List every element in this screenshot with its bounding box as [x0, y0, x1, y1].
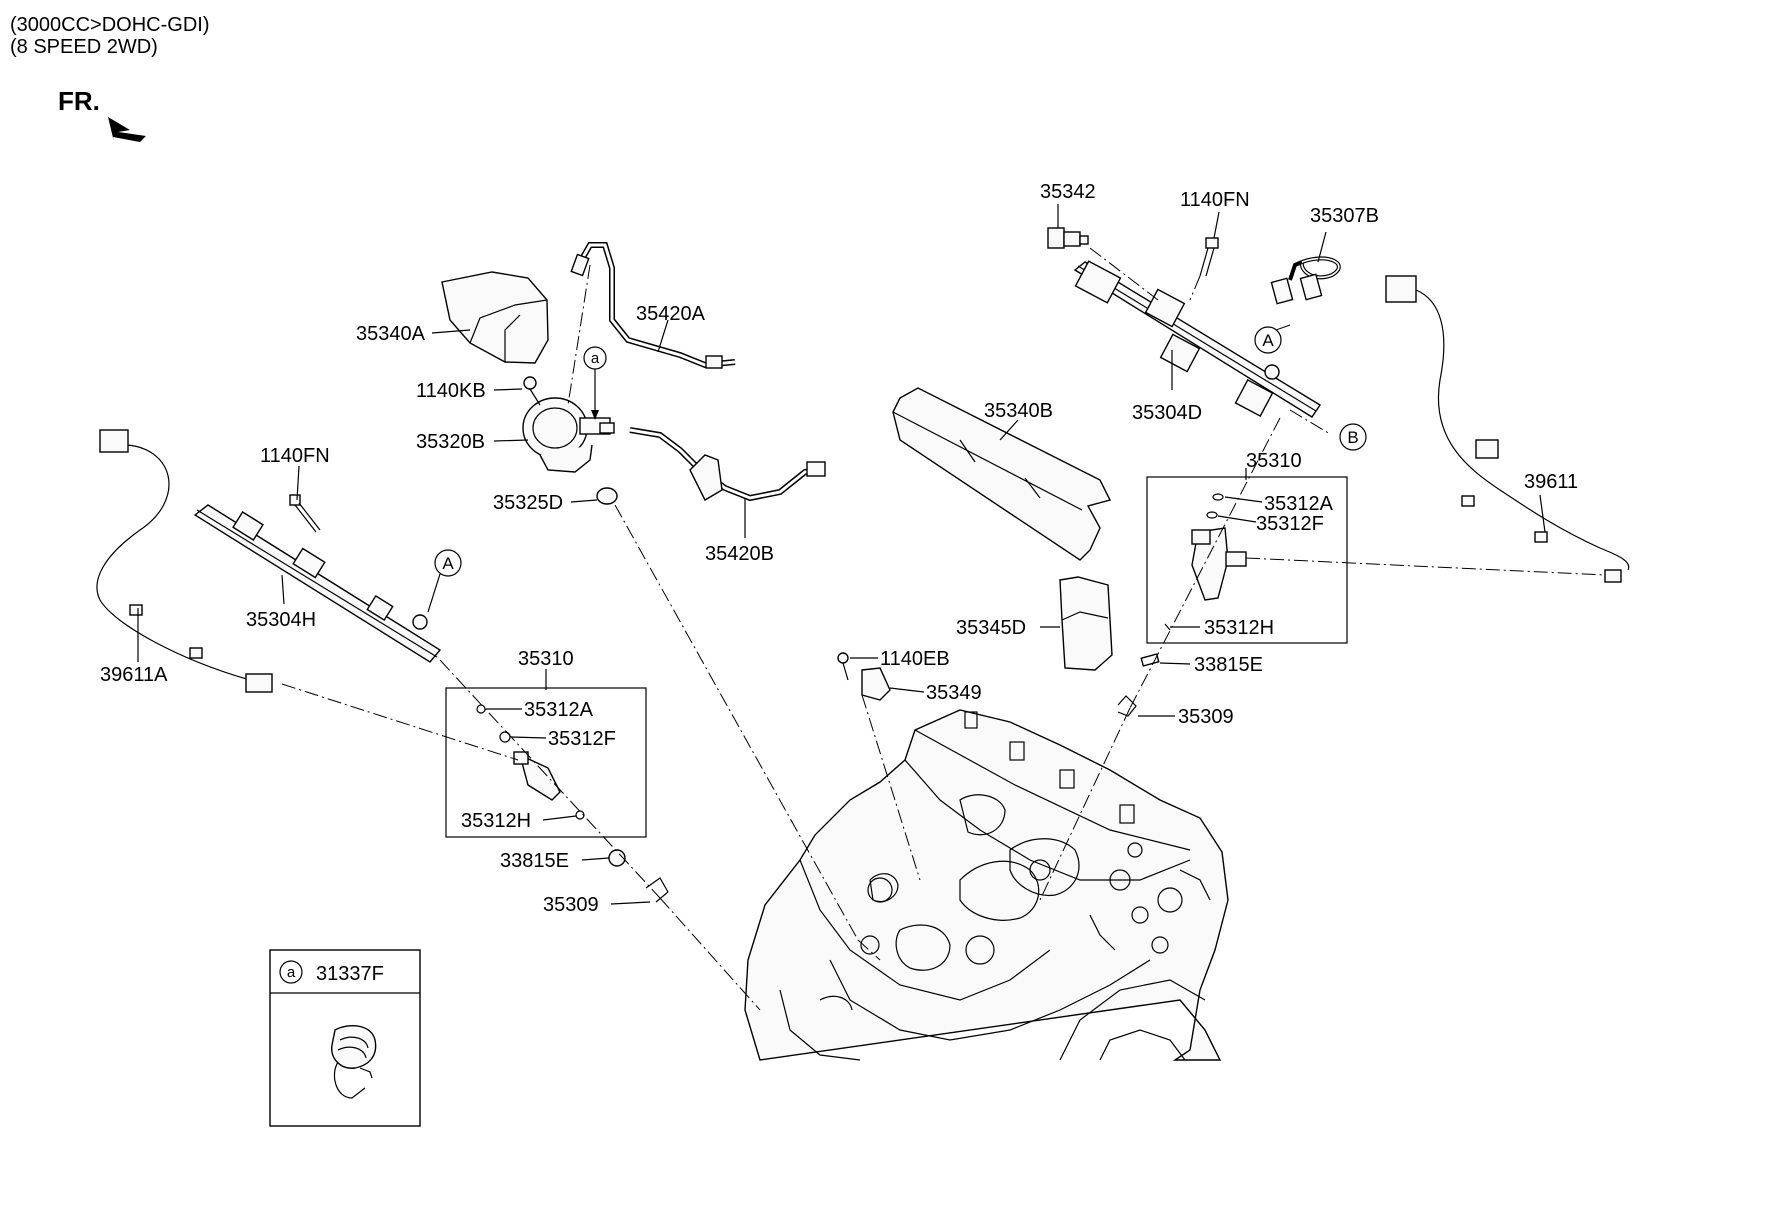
bolt-1140fn-left: [289, 494, 321, 533]
harness-39611: [1385, 275, 1630, 583]
marker-a-left: A: [442, 554, 454, 573]
part-labels: 35340A 1140KB 35320B 35325D 35420A 35420…: [100, 181, 1578, 985]
pipe-35307b: [1270, 256, 1341, 305]
label-35312a-right: 35312A: [1264, 493, 1334, 515]
label-35312f-right: 35312F: [1256, 513, 1324, 535]
pipe-35420b: [629, 427, 826, 502]
label-1140fn-right: 1140FN: [1180, 189, 1250, 211]
label-1140fn-left: 1140FN: [260, 445, 330, 467]
label-35345d: 35345D: [956, 617, 1026, 639]
label-1140eb: 1140EB: [880, 648, 950, 670]
label-35310-right: 35310: [1246, 450, 1302, 472]
injector-kit-box-right: [1146, 476, 1348, 644]
label-35312a-left: 35312A: [524, 699, 594, 721]
high-pressure-fuel-pump-35320b: [522, 376, 615, 473]
label-1140kb: 1140KB: [416, 380, 486, 402]
label-35312h-right: 35312H: [1204, 617, 1274, 639]
inset-box: [269, 949, 421, 1127]
label-39611a: 39611A: [100, 664, 168, 686]
callout-b-right: [1339, 423, 1367, 451]
injector-left: [476, 704, 585, 820]
cover-35345d: [1059, 576, 1113, 671]
clamp-31337f-icon: [331, 1024, 377, 1099]
label-35312f-left: 35312F: [548, 728, 616, 750]
label-35320b: 35320B: [416, 431, 485, 453]
label-35304h: 35304H: [246, 609, 316, 631]
harness-39611a: [96, 429, 273, 693]
label-35309-right: 35309: [1178, 706, 1234, 728]
inset-callout-icon: [279, 960, 303, 984]
label-31337f: 31337F: [316, 963, 384, 985]
seal-35325d: [596, 487, 618, 505]
label-35349: 35349: [926, 682, 982, 704]
label-35312h-left: 35312H: [461, 810, 531, 832]
callout-a-left: [427, 549, 462, 613]
marker-a-right: A: [1262, 331, 1274, 350]
label-35304d: 35304D: [1132, 402, 1202, 424]
label-35307b: 35307B: [1310, 205, 1379, 227]
cover-35340a: [441, 271, 549, 364]
marker-a-inset: a: [287, 964, 296, 981]
label-35342: 35342: [1040, 181, 1096, 203]
label-35340a: 35340A: [356, 323, 426, 345]
label-35420b: 35420B: [705, 543, 774, 565]
label-33815e-right: 33815E: [1194, 654, 1263, 676]
front-arrow-icon: [108, 117, 146, 142]
header-transmission-spec: (8 SPEED 2WD): [10, 36, 158, 58]
bolt-1140eb: [837, 652, 849, 681]
front-direction-label: FR.: [58, 86, 100, 116]
injector-right: [1164, 493, 1247, 631]
header-engine-spec: (3000CC>DOHC-GDI): [10, 14, 210, 36]
engine-block-illustration: [744, 709, 1229, 1061]
label-33815e-left: 33815E: [500, 850, 569, 872]
cover-35340b: [892, 387, 1112, 561]
label-35420a: 35420A: [636, 303, 706, 325]
fuel-rail-35304h: [193, 504, 442, 663]
clip-35309-left: [645, 877, 669, 903]
label-35309-left: 35309: [543, 894, 599, 916]
callout-a-pump: [583, 346, 607, 420]
marker-letters: A A B a a: [287, 331, 1359, 981]
fuel-rail-35304d: [1073, 260, 1321, 418]
label-35340b: 35340B: [984, 400, 1053, 422]
clip-35309-right: [1117, 695, 1137, 717]
pressure-sensor-35342: [1047, 227, 1089, 249]
marker-a-pump: a: [591, 350, 600, 367]
bolt-1140fn-right: [1199, 237, 1219, 277]
leader-lines: [137, 204, 1546, 905]
label-35325d: 35325D: [493, 492, 563, 514]
callout-a-right: [1254, 326, 1282, 354]
label-35310-left: 35310: [518, 648, 574, 670]
marker-b-right: B: [1347, 428, 1358, 447]
bracket-35349: [861, 667, 891, 701]
assembly-centerlines: [281, 247, 1606, 1011]
label-39611: 39611: [1524, 471, 1578, 493]
seal-33815e-right: [1140, 653, 1160, 667]
